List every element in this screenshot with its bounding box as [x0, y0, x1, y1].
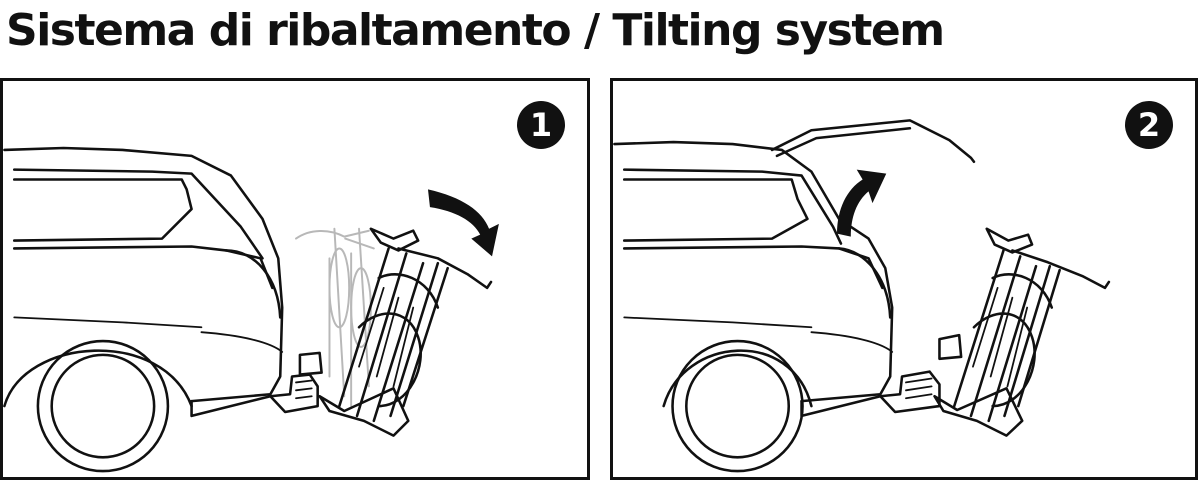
step-2-illustration — [613, 119, 1111, 473]
step-number-badge: 2 — [1125, 101, 1173, 149]
curved-arrow-up-icon — [837, 169, 887, 237]
car-rear-illustration — [613, 140, 941, 473]
step-1-illustration — [3, 146, 499, 473]
step-2-panel: 2 — [610, 78, 1198, 480]
car-rear-illustration — [3, 146, 319, 473]
tilted-bikes — [298, 227, 493, 437]
curved-arrow-down-right-icon — [427, 189, 499, 257]
step-number-badge: 1 — [517, 101, 565, 149]
step-1-panel: 1 — [0, 78, 590, 480]
open-tailgate — [770, 119, 976, 164]
page-title: Sistema di ribaltamento / Tilting system — [6, 5, 945, 56]
tilted-bikes — [933, 227, 1111, 437]
upright-bikes-ghost — [295, 227, 375, 408]
